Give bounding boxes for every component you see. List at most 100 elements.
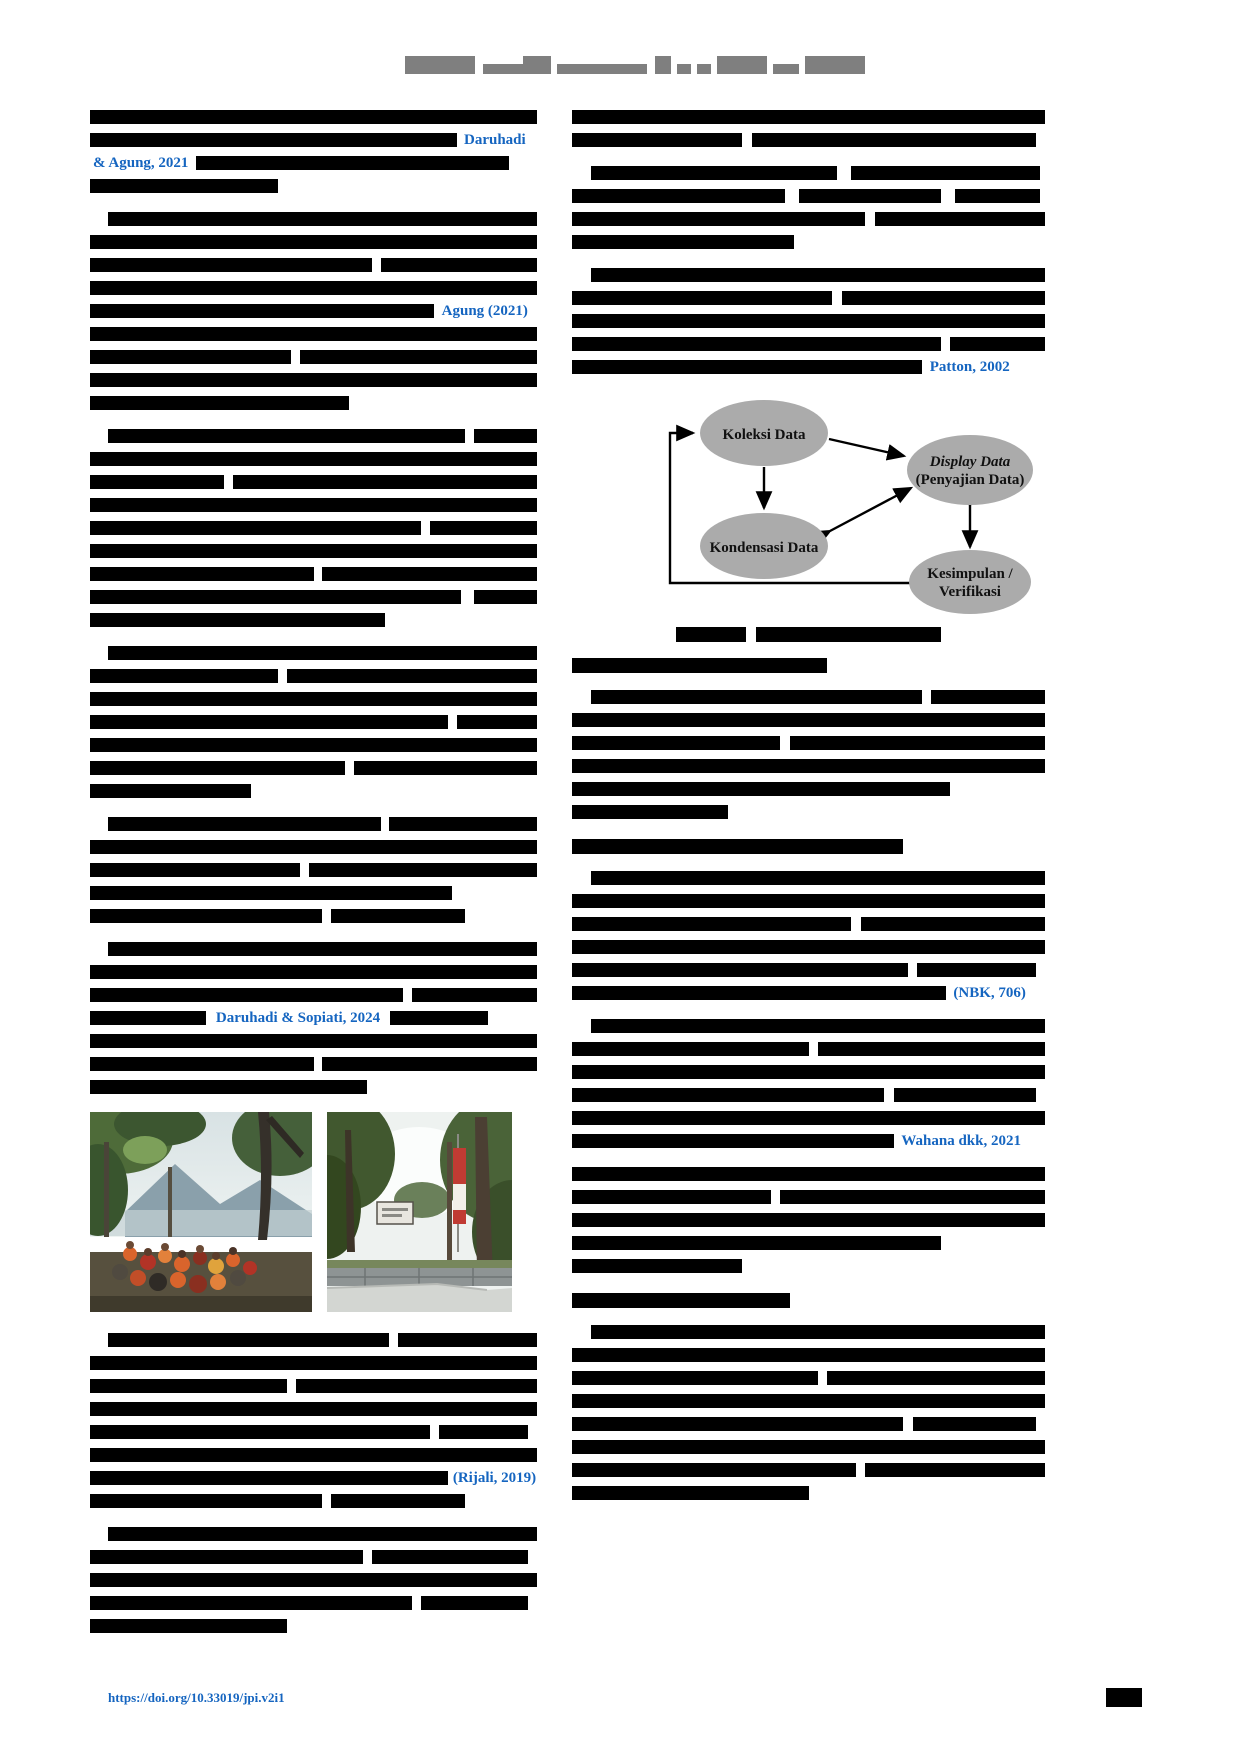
redacted-text (420, 1595, 529, 1610)
redacted-text (572, 1235, 941, 1250)
redacted-text (572, 916, 852, 931)
citation-link[interactable]: (Rijali, 2019) (452, 1469, 537, 1486)
redacted-line (90, 641, 537, 664)
node-display-data (906, 435, 1033, 505)
redacted-text (572, 1133, 894, 1148)
citation-link[interactable]: (NBK, 706) (953, 984, 1026, 1001)
redacted-text (572, 1439, 1045, 1454)
redacted-line: Wahana dkk, 2021 (572, 1129, 1045, 1152)
redacted-paragraph (572, 685, 1045, 823)
redacted-paragraph (572, 1162, 1045, 1277)
redacted-paragraph (572, 1320, 1045, 1504)
redacted-text (90, 1618, 287, 1633)
redacted-paragraph (90, 641, 537, 802)
node-kondensasi-data (699, 513, 828, 579)
redacted-line (90, 664, 537, 687)
text-gap (383, 1011, 390, 1025)
redacted-line (572, 1185, 1045, 1208)
citation-link[interactable]: Wahana dkk, 2021 (901, 1132, 1021, 1149)
redacted-line: & Agung, 2021 (90, 151, 537, 174)
redacted-text (572, 211, 866, 226)
redacted-line (90, 447, 537, 470)
redacted-line (90, 1443, 537, 1466)
photo-village-road (327, 1112, 512, 1312)
redacted-text (353, 760, 537, 775)
redacted-text (90, 1470, 448, 1485)
redacted-text (90, 862, 301, 877)
text-gap (372, 258, 381, 272)
redacted-text (572, 313, 1045, 328)
redacted-text (90, 132, 457, 147)
redacted-line (572, 935, 1045, 958)
redacted-line (90, 1489, 537, 1512)
redacted-line (90, 779, 537, 802)
redacted-paragraph (572, 105, 1045, 151)
doi-link[interactable]: https://doi.org/10.33019/jpi.v2i1 (108, 1690, 285, 1705)
redacted-line: Patton, 2002 (572, 355, 1045, 378)
text-gap (381, 817, 390, 831)
redacted-text (195, 155, 509, 170)
redacted-text (90, 885, 453, 900)
redacted-line (572, 1208, 1045, 1231)
arrow-kondensasi-display (810, 486, 913, 547)
redacted-line (572, 1231, 1045, 1254)
redacted-text (572, 893, 1045, 908)
text-gap (465, 429, 474, 443)
text-gap (941, 189, 955, 203)
citation-link[interactable]: & Agung, 2021 (93, 154, 189, 171)
text-gap (837, 166, 851, 180)
redacted-text (572, 804, 729, 819)
redacted-text (851, 165, 1041, 180)
redacted-line (572, 866, 1045, 889)
text-gap (430, 1425, 439, 1439)
redacted-text (286, 668, 537, 683)
redacted-text (572, 985, 946, 1000)
figure-caption-redacted (572, 627, 1045, 642)
redacted-paragraph (90, 812, 537, 927)
redacted-text (865, 1462, 1045, 1477)
text-gap (90, 942, 108, 956)
text-gap (818, 1371, 827, 1385)
redacted-text (572, 132, 743, 147)
citation-link[interactable]: Agung (2021) (441, 302, 528, 319)
redacted-text (860, 916, 1045, 931)
redacted-text (572, 1087, 885, 1102)
redacted-text (799, 188, 941, 203)
redacted-text (572, 939, 1045, 954)
redacted-line (90, 1591, 537, 1614)
node-kondensasi-label: Kondensasi Data (709, 540, 818, 556)
redacted-text (590, 689, 922, 704)
redacted-line (90, 1328, 537, 1351)
citation-link[interactable]: Patton, 2002 (929, 358, 1010, 375)
redacted-text (780, 1189, 1045, 1204)
text-gap (90, 429, 108, 443)
redacted-text (90, 280, 537, 295)
redacted-text (590, 1018, 1045, 1033)
redacted-line (572, 731, 1045, 754)
red-white-banner (453, 1148, 466, 1224)
redacted-text (90, 1033, 537, 1048)
redacted-line (572, 1343, 1045, 1366)
redacted-text (572, 234, 795, 249)
redacted-line (90, 937, 537, 960)
redacted-line (572, 1014, 1045, 1037)
redacted-line (90, 345, 537, 368)
citation-link[interactable]: Daruhadi (464, 131, 526, 148)
citation-link[interactable]: Daruhadi & Sopiati, 2024 (215, 1009, 381, 1026)
text-gap (389, 1333, 398, 1347)
redacted-line (90, 1545, 537, 1568)
redacted-text (300, 349, 537, 364)
redacted-text (90, 520, 421, 535)
redacted-line (90, 276, 537, 299)
redacted-text (322, 1056, 537, 1071)
caption-redaction-segment (676, 627, 746, 642)
redacted-text (90, 303, 435, 318)
redacted-line (572, 1412, 1045, 1435)
redacted-line (572, 1389, 1045, 1412)
redacted-text (398, 1332, 537, 1347)
redacted-line (572, 912, 1045, 935)
text-gap (291, 350, 300, 364)
data-analysis-diagram: Koleksi Data Display Data (Penyajian Dat… (583, 394, 1035, 621)
redacted-line (90, 368, 537, 391)
